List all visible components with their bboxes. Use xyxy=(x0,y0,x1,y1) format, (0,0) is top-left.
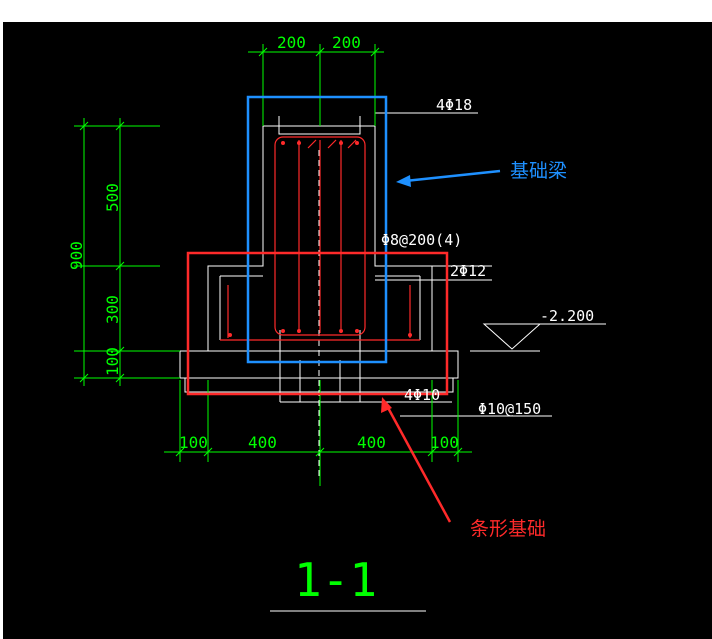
dim-top-right: 200 xyxy=(332,33,361,52)
beam-annotation: 基础梁 xyxy=(510,160,567,182)
dim-top-left: 200 xyxy=(277,33,306,52)
beam-arrow-icon xyxy=(396,169,501,187)
dim-left-100: 100 xyxy=(103,347,122,376)
rebar-dots xyxy=(228,141,412,337)
concrete-outline xyxy=(179,112,606,612)
dim-bottom-100-right: 100 xyxy=(430,433,459,452)
dim-left-total: 900 xyxy=(67,241,86,270)
footing-annotation: 条形基础 xyxy=(470,518,546,540)
dim-left-500: 500 xyxy=(103,183,122,212)
label-stirrups: Φ8@200(4) xyxy=(381,231,462,249)
label-bottom-bars: 4Φ10 xyxy=(404,386,440,404)
dim-bottom-100-left: 100 xyxy=(179,433,208,452)
section-title: 1-1 xyxy=(294,553,377,607)
rebar-cage xyxy=(220,136,420,341)
dim-left-300: 300 xyxy=(103,295,122,324)
footing-arrow-icon xyxy=(381,397,452,523)
label-side-bars: 2Φ12 xyxy=(450,262,486,280)
beam-highlight-box xyxy=(246,95,388,364)
label-base-bars: Φ10@150 xyxy=(478,400,541,418)
label-elevation: -2.200 xyxy=(540,307,594,325)
dim-bottom-400-right: 400 xyxy=(357,433,386,452)
footing-highlight-box xyxy=(186,251,449,396)
label-top-bars: 4Φ18 xyxy=(436,96,472,114)
dim-bottom-400-left: 400 xyxy=(248,433,277,452)
